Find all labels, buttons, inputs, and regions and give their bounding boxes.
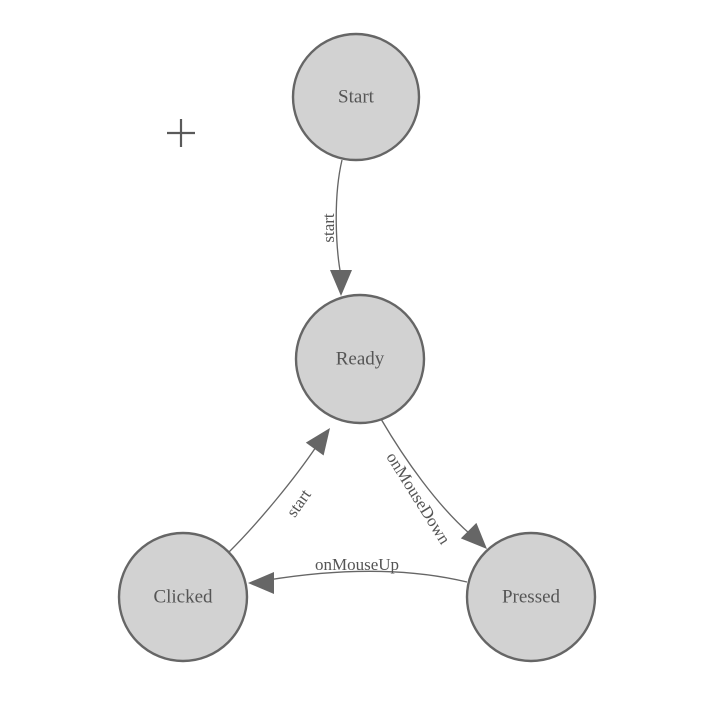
edge-label-start-to-ready: start — [319, 213, 338, 243]
node-clicked[interactable]: Clicked — [117, 531, 249, 663]
edge-line-clicked-to-ready — [228, 446, 317, 553]
node-start[interactable]: Start — [291, 32, 421, 162]
node-label-ready: Ready — [336, 348, 385, 369]
arrowhead-ready-to-pressed — [460, 522, 487, 549]
node-pressed[interactable]: Pressed — [465, 531, 597, 663]
edge-label-clicked-to-ready: start — [283, 485, 316, 520]
edge-start-to-ready[interactable]: start — [319, 159, 352, 296]
node-circle-ready[interactable] — [294, 293, 426, 425]
node-label-pressed: Pressed — [502, 586, 561, 607]
node-circle-start[interactable] — [291, 32, 421, 162]
crosshair-marker-icon — [167, 119, 195, 147]
edge-pressed-to-clicked[interactable]: onMouseUp — [248, 555, 468, 594]
edge-line-ready-to-pressed — [380, 418, 471, 535]
arrowhead-pressed-to-clicked — [248, 572, 274, 594]
edge-label-pressed-to-clicked: onMouseUp — [315, 555, 399, 574]
arrowhead-start-to-ready — [330, 270, 352, 296]
markers-layer — [167, 119, 195, 147]
node-label-start: Start — [338, 86, 375, 107]
edge-label-ready-to-pressed: onMouseDown — [383, 449, 455, 548]
edge-clicked-to-ready[interactable]: start — [228, 422, 339, 553]
node-label-clicked: Clicked — [153, 586, 213, 607]
arrowhead-clicked-to-ready — [305, 428, 330, 456]
node-circle-pressed[interactable] — [465, 531, 597, 663]
node-circle-clicked[interactable] — [117, 531, 249, 663]
edge-line-start-to-ready — [335, 159, 343, 277]
edge-ready-to-pressed[interactable]: onMouseDown — [380, 418, 495, 557]
edge-line-pressed-to-clicked — [267, 570, 468, 583]
node-ready[interactable]: Ready — [294, 293, 426, 425]
